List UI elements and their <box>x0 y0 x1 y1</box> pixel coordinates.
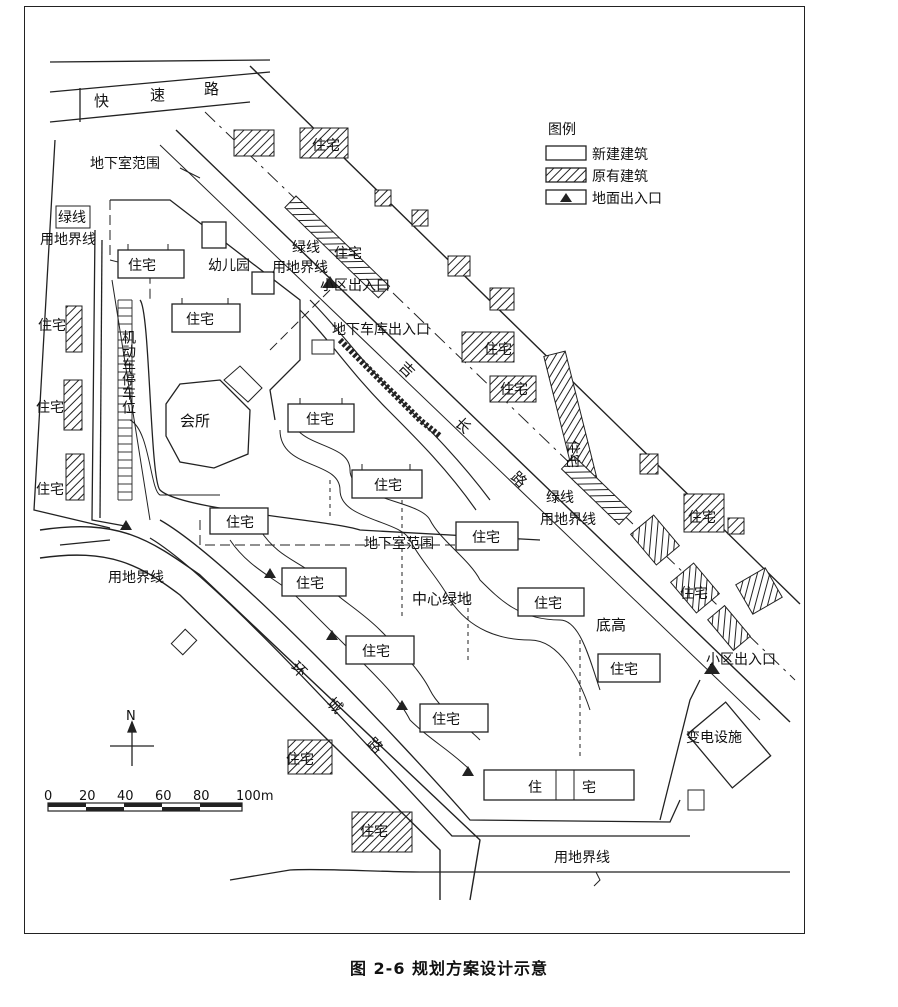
north-arrow <box>110 720 154 766</box>
residence-label: 住宅 <box>226 515 254 531</box>
residence-label: 住宅 <box>500 382 528 398</box>
residence-label: 住宅 <box>472 530 500 546</box>
figure-caption: 图 2-6 规划方案设计示意 <box>349 959 549 978</box>
expressway-label-1: 快 <box>94 92 109 110</box>
residence-label: 住宅 <box>38 318 66 334</box>
legend-existing-label: 原有建筑 <box>592 169 648 185</box>
road-left-label-3: 路 <box>363 734 386 757</box>
residence-label: 住宅 <box>432 712 460 728</box>
drawing-frame <box>24 6 805 934</box>
site-boundary-left-label: 用地界线 <box>40 232 96 248</box>
kindergarten-label: 幼儿园 <box>208 258 250 274</box>
north-label: N <box>126 709 136 724</box>
scale-tick-label: 0 <box>44 789 52 804</box>
expressway-label-2: 速 <box>150 86 165 104</box>
residence-label: 住宅 <box>360 824 388 840</box>
residence-label: 住宅 <box>374 478 402 494</box>
central-axis <box>329 480 581 760</box>
residence-label: 住宅 <box>484 342 512 358</box>
clubhouse-label: 会所 <box>180 412 210 430</box>
substation-label: 变电设施 <box>686 730 742 746</box>
existing-row-diagonal <box>284 195 633 526</box>
existing-buildings-left <box>63 305 85 501</box>
green-line-right-label: 绿线 <box>546 490 574 506</box>
residence-label: 住宅 <box>334 246 362 262</box>
parking-stalls-vertical <box>117 299 133 501</box>
road-right-label-2: 长 <box>451 414 474 437</box>
green-line-left-box <box>55 205 91 229</box>
residence-label: 住宅 <box>688 510 716 526</box>
garage-ramp <box>299 299 491 511</box>
ground-entrances <box>120 276 720 776</box>
residence-label: 住宅 <box>534 596 562 612</box>
basement-range-mid-label: 地下室范围 <box>364 535 434 552</box>
community-entrance-top-label: 小区出入口 <box>320 278 390 294</box>
residence-label-part-2: 宅 <box>582 780 596 796</box>
site-boundary-right-label: 用地界线 <box>540 512 596 528</box>
substation-building <box>686 701 772 789</box>
basement-range-top-label: 地下室范围 <box>90 155 160 172</box>
site-boundary-top-label: 用地界线 <box>272 260 328 276</box>
scale-tick-label: 80 <box>193 789 210 804</box>
expressway-label-3: 路 <box>204 80 219 98</box>
clubhouse-wing <box>223 365 263 403</box>
residence-label: 住宅 <box>286 752 314 768</box>
site-boundary-sw-label: 用地界线 <box>108 570 164 586</box>
residence-label-part-1: 住 <box>528 780 542 796</box>
residence-label: 住宅 <box>312 138 340 154</box>
scale-tick-label: 20 <box>79 789 96 804</box>
green-line-left-label: 绿线 <box>58 210 86 226</box>
existing-buildings-right <box>233 127 783 853</box>
road-right-label-3: 路 <box>507 468 530 491</box>
central-green-label: 中心绿地 <box>412 590 472 608</box>
legend-entrance-label: 地面出入口 <box>592 191 662 207</box>
green-line-top-label: 绿线 <box>292 240 320 256</box>
road-left-label-2: 城 <box>323 694 346 717</box>
podium-label: 底高 <box>596 616 626 634</box>
residence-label: 住宅 <box>296 576 324 592</box>
residence-label: 住宅 <box>680 586 708 602</box>
site-boundary-bottom-label: 用地界线 <box>554 850 610 866</box>
residence-label: 住宅 <box>36 400 64 416</box>
legend-new-label: 新建建筑 <box>592 147 648 163</box>
residence-label: 住宅 <box>362 644 390 660</box>
substation-annex <box>687 789 705 811</box>
residence-label: 住宅 <box>186 312 214 328</box>
new-building-ticks <box>127 244 575 800</box>
entrance-triangle-icon <box>560 193 572 202</box>
ramp-box <box>311 339 335 355</box>
parking-vertical-label: 机动车停车位 <box>120 330 136 414</box>
residence-label: 住宅 <box>36 482 64 498</box>
expressway <box>49 59 271 123</box>
residence-label: 住宅 <box>128 258 156 274</box>
scale-tick-label: 60 <box>155 789 172 804</box>
scale-tick-label: 40 <box>117 789 134 804</box>
scale-bar <box>47 802 243 812</box>
clubhouse-building <box>165 379 251 469</box>
ring-road <box>39 526 481 901</box>
small-structure <box>170 628 198 656</box>
residence-label: 住宅 <box>306 412 334 428</box>
legend: 图例 新建建筑 原有建筑 地面出入口 <box>545 122 662 207</box>
residence-label: 住宅 <box>610 662 638 678</box>
legend-new-swatch <box>545 145 587 161</box>
community-entrance-right-label: 小区出入口 <box>706 652 776 668</box>
legend-title: 图例 <box>548 122 576 138</box>
site-boundary <box>59 199 790 881</box>
garage-entrance-label: 地下车库出入口 <box>332 321 430 338</box>
residence-label: 住宅 <box>564 440 580 468</box>
legend-existing-swatch <box>545 167 587 183</box>
new-buildings <box>117 221 661 801</box>
scale-tick-label: 100m <box>236 789 273 804</box>
